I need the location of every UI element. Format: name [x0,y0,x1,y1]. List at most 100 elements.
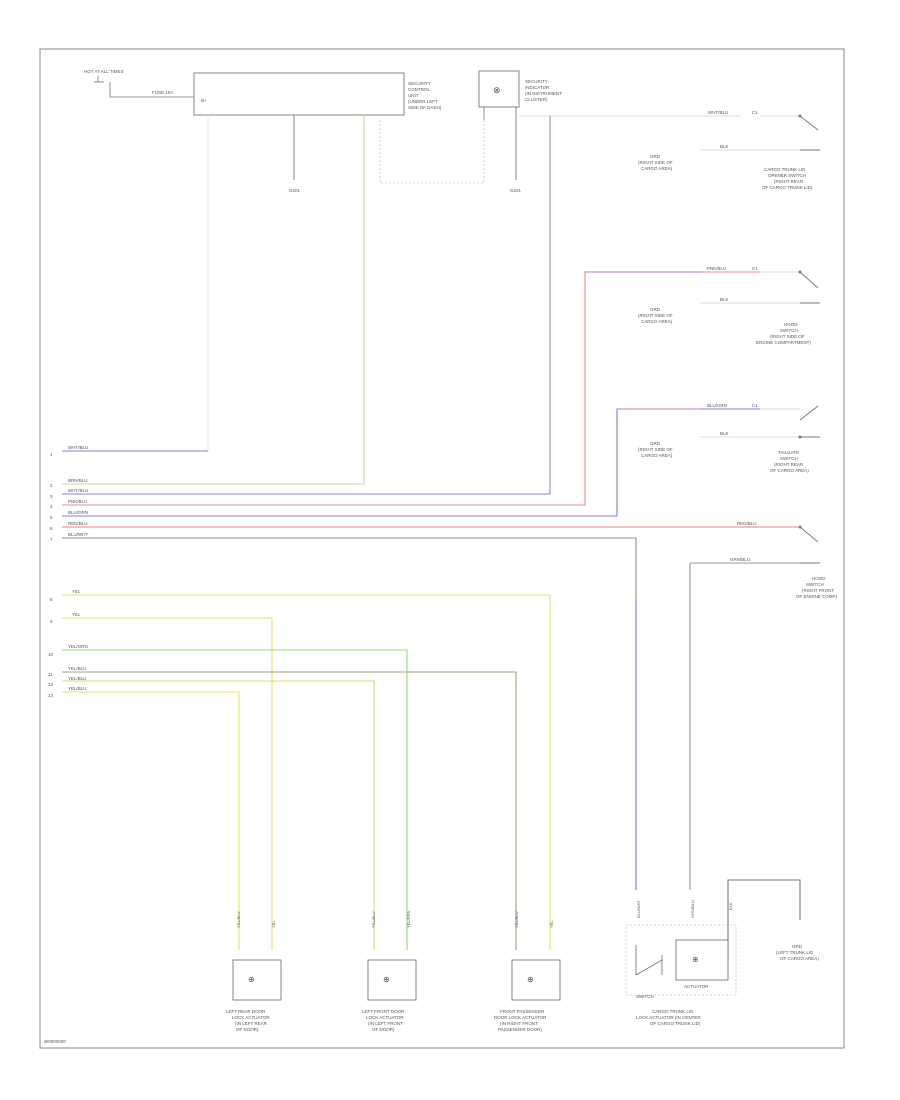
svg-text:OF CARGO TRUNK LID): OF CARGO TRUNK LID) [762,185,813,190]
door-actuator-2: YEL/BLU YEL/GRN ⊕ LEFT FRONT DOOR LOCK A… [362,910,417,1032]
wire-routes [62,115,801,960]
svg-text:YEL/BLU: YEL/BLU [68,676,87,681]
svg-text:WHT/BLU: WHT/BLU [708,110,728,115]
svg-text:ENGINE COMPARTMENT): ENGINE COMPARTMENT) [756,340,811,345]
svg-text:(IN LEFT FRONT: (IN LEFT FRONT [368,1021,403,1026]
svg-text:(RIGHT SIDE OF: (RIGHT SIDE OF [638,160,673,165]
switch-hood: PNK/BLU C1 BLK GRD (RIGHT SIDE OF CARGO … [638,266,820,345]
actuator-inner-label: ACTUATOR [684,984,709,989]
svg-text:GRD: GRD [650,441,661,446]
svg-text:PASSENGER DOOR): PASSENGER DOOR) [498,1027,542,1032]
door-actuator-3-label: FRONT PASSENGER DOOR LOCK ACTUATOR (IN R… [494,1009,547,1032]
svg-text:LOCK ACTUATOR: LOCK ACTUATOR [366,1015,404,1020]
svg-text:YEL/BLU: YEL/BLU [68,666,87,671]
svg-text:OF DOOR): OF DOOR) [236,1027,259,1032]
svg-text:⊕: ⊕ [527,975,534,984]
svg-text:OF ENGINE COMP): OF ENGINE COMP) [796,594,838,599]
svg-text:RED/BLU: RED/BLU [737,521,757,526]
svg-text:SWITCH: SWITCH [780,328,798,333]
svg-text:UNIT: UNIT [408,93,419,98]
bus-pin-6: 6 [50,526,53,531]
svg-text:SWITCH: SWITCH [780,456,798,461]
svg-text:(RIGHT SIDE OF: (RIGHT SIDE OF [638,313,673,318]
bus-pin-1: 1 [50,452,53,457]
bus-pin-13: 13 [48,693,54,698]
ground-g2-label: G201 [510,188,522,193]
ground-g1: G201 [289,115,301,193]
svg-text:YEL/GRN: YEL/GRN [406,910,411,928]
bus-pin-5: 5 [50,515,53,520]
svg-text:BLU/WHT: BLU/WHT [68,532,89,537]
module-indicator-link [379,120,485,184]
svg-text:(IN LEFT REAR: (IN LEFT REAR [235,1021,268,1026]
svg-text:DOOR LOCK ACTUATOR: DOOR LOCK ACTUATOR [494,1015,547,1020]
svg-text:LOCK ACTUATOR (IN CENTER: LOCK ACTUATOR (IN CENTER [636,1015,701,1020]
diagram-frame [39,48,845,1049]
svg-text:YEL: YEL [72,612,81,617]
switch-cargo-trunk-opener: WHT/BLU C1 BLK GRD (RIGHT SIDE OF CARGO … [600,110,820,190]
bus-pin-9: 9 [50,619,53,624]
actuator-switch-label: SWITCH [636,994,654,999]
svg-text:BRN/BLU: BRN/BLU [68,478,88,483]
svg-text:⊕: ⊕ [248,975,255,984]
switch4-label: HOOD SWITCH (RIGHT FRONT OF ENGINE COMP) [796,576,838,599]
trunk-lid-actuator-label: CARGO TRUNK LID LOCK ACTUATOR (IN CENTER… [636,1009,701,1026]
bus-pin-2: 2 [50,483,53,488]
svg-text:CONTROL: CONTROL [408,87,430,92]
svg-text:BLK: BLK [720,297,729,302]
svg-text:SECURITY: SECURITY [525,79,548,84]
svg-text:BLK: BLK [720,431,729,436]
door-actuator-2-label: LEFT FRONT DOOR LOCK ACTUATOR (IN LEFT F… [362,1009,405,1032]
svg-text:HOOD: HOOD [812,576,826,581]
fuse-label: HOT AT ALL TIMES [84,69,124,74]
svg-text:YEL: YEL [271,920,276,928]
bus-pin-10: 10 [48,652,54,657]
svg-text:LOCK ACTUATOR: LOCK ACTUATOR [232,1015,270,1020]
svg-text:CARGO TRUNK LID: CARGO TRUNK LID [764,167,806,172]
switch2-label: HOOD SWITCH (RIGHT SIDE OF ENGINE COMPAR… [756,322,811,345]
svg-text:YEL/BLU: YEL/BLU [236,911,241,928]
svg-text:WHT/BLU: WHT/BLU [68,488,88,493]
svg-text:CLUSTER): CLUSTER) [525,97,548,102]
svg-text:⊕: ⊕ [692,955,699,964]
indicator-symbol: ⊗ [493,85,501,95]
door-actuator-1-label: LEFT REAR DOOR LOCK ACTUATOR (IN LEFT RE… [226,1009,270,1032]
svg-text:OF CARGO AREA): OF CARGO AREA) [780,956,819,961]
svg-text:C1: C1 [752,403,758,408]
svg-text:BLK: BLK [728,902,733,910]
trunk-lid-actuator: BLU/WHT GRN/BLU BLK ⊕ SWITCH ACTUATOR CA… [625,899,819,1026]
fuse-feed: HOT AT ALL TIMES FUSE 10A [84,69,194,98]
svg-text:HOOD: HOOD [784,322,798,327]
svg-text:CARGO TRUNK LID: CARGO TRUNK LID [652,1009,694,1014]
svg-text:PNK/BLU: PNK/BLU [68,499,87,504]
bus-wire-labels: 1 WHT/BLU 2 BRN/BLU 3 WHT/BLU 4 PNK/BLU … [48,445,89,698]
security-indicator: ⊗ SECURITY INDICATOR (IN INSTRUMENT CLUS… [478,70,600,117]
svg-text:(RIGHT FRONT: (RIGHT FRONT [802,588,834,593]
svg-text:LEFT REAR DOOR: LEFT REAR DOOR [226,1009,266,1014]
svg-text:GRN/BLU: GRN/BLU [730,557,750,562]
svg-text:YEL/BLU: YEL/BLU [514,911,519,928]
svg-text:(IN RIGHT FRONT: (IN RIGHT FRONT [500,1021,538,1026]
door-actuator-1: YEL/BLU YEL ⊕ LEFT REAR DOOR LOCK ACTUAT… [226,911,282,1032]
door-actuator-3: YEL/BLU YEL ⊕ FRONT PASSENGER DOOR LOCK … [494,911,561,1032]
svg-text:YEL: YEL [549,920,554,928]
svg-text:YEL: YEL [72,589,81,594]
svg-text:⊕: ⊕ [383,975,390,984]
bus-pin-7: 7 [50,537,53,542]
svg-text:YEL/BLU: YEL/BLU [68,686,87,691]
svg-text:GRD: GRD [650,154,661,159]
svg-text:PNK/BLU: PNK/BLU [707,266,726,271]
svg-text:C1: C1 [752,110,758,115]
svg-text:(RIGHT SIDE OF: (RIGHT SIDE OF [638,447,673,452]
switch-tailgate: BLU/GRN C1 BLK GRD (RIGHT SIDE OF CARGO … [638,403,820,473]
svg-text:WHT/BLU: WHT/BLU [68,445,88,450]
svg-text:(RIGHT REAR: (RIGHT REAR [774,179,804,184]
bus-pin-11: 11 [48,672,53,677]
svg-text:OPENER SWITCH: OPENER SWITCH [768,173,806,178]
module-label: SECURITY CONTROL UNIT (UNDER LEFT SIDE O… [408,81,442,110]
module-pin: B+ [201,98,207,103]
switch3-grd-label: GRD (RIGHT SIDE OF CARGO AREA) [638,441,673,458]
svg-text:GRD: GRD [792,944,803,949]
trunk-lid-grd-label: GRD (LEFT TRUNK LID OF CARGO AREA) [776,944,819,961]
